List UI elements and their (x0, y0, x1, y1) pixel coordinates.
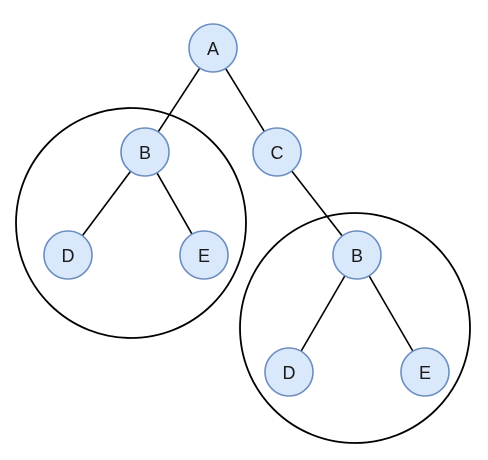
node-c-label: C (271, 143, 284, 163)
node-d-right-label: D (283, 363, 296, 383)
node-b-left-circle (120, 127, 170, 177)
node-a[interactable]: A (188, 23, 238, 73)
node-a-circle (188, 23, 238, 73)
node-e-right[interactable]: E (400, 347, 450, 397)
node-c[interactable]: C (252, 127, 302, 177)
node-b-right[interactable]: B (332, 230, 382, 280)
edge-node-a-to-node-b-left (157, 67, 201, 133)
subtree-outline-right (239, 212, 471, 444)
node-b-right-label: B (351, 246, 363, 266)
edge-node-c-to-node-b-right (291, 170, 343, 237)
edge-node-b-right-to-node-d-right (300, 275, 346, 352)
edges-layer (81, 67, 414, 352)
node-a-label: A (207, 39, 219, 59)
edge-node-b-left-to-node-e-left (156, 172, 193, 235)
node-e-left-label: E (198, 246, 210, 266)
edge-node-b-right-to-node-e-right (368, 275, 414, 352)
node-e-right-label: E (419, 363, 431, 383)
node-b-left[interactable]: B (120, 127, 170, 177)
node-d-right-circle (264, 347, 314, 397)
node-e-right-circle (400, 347, 450, 397)
edge-node-b-left-to-node-d-left (81, 170, 132, 237)
node-b-left-label: B (139, 143, 151, 163)
node-e-left[interactable]: E (179, 230, 229, 280)
node-d-left-circle (43, 230, 93, 280)
edge-node-a-to-node-c (224, 68, 266, 132)
node-d-left-label: D (62, 246, 75, 266)
node-d-right[interactable]: D (264, 347, 314, 397)
nodes-layer: A B C D E B D E (43, 23, 450, 397)
subtree-outline-left (15, 107, 247, 339)
node-b-right-circle (332, 230, 382, 280)
node-c-circle (252, 127, 302, 177)
node-d-left[interactable]: D (43, 230, 93, 280)
node-e-left-circle (179, 230, 229, 280)
